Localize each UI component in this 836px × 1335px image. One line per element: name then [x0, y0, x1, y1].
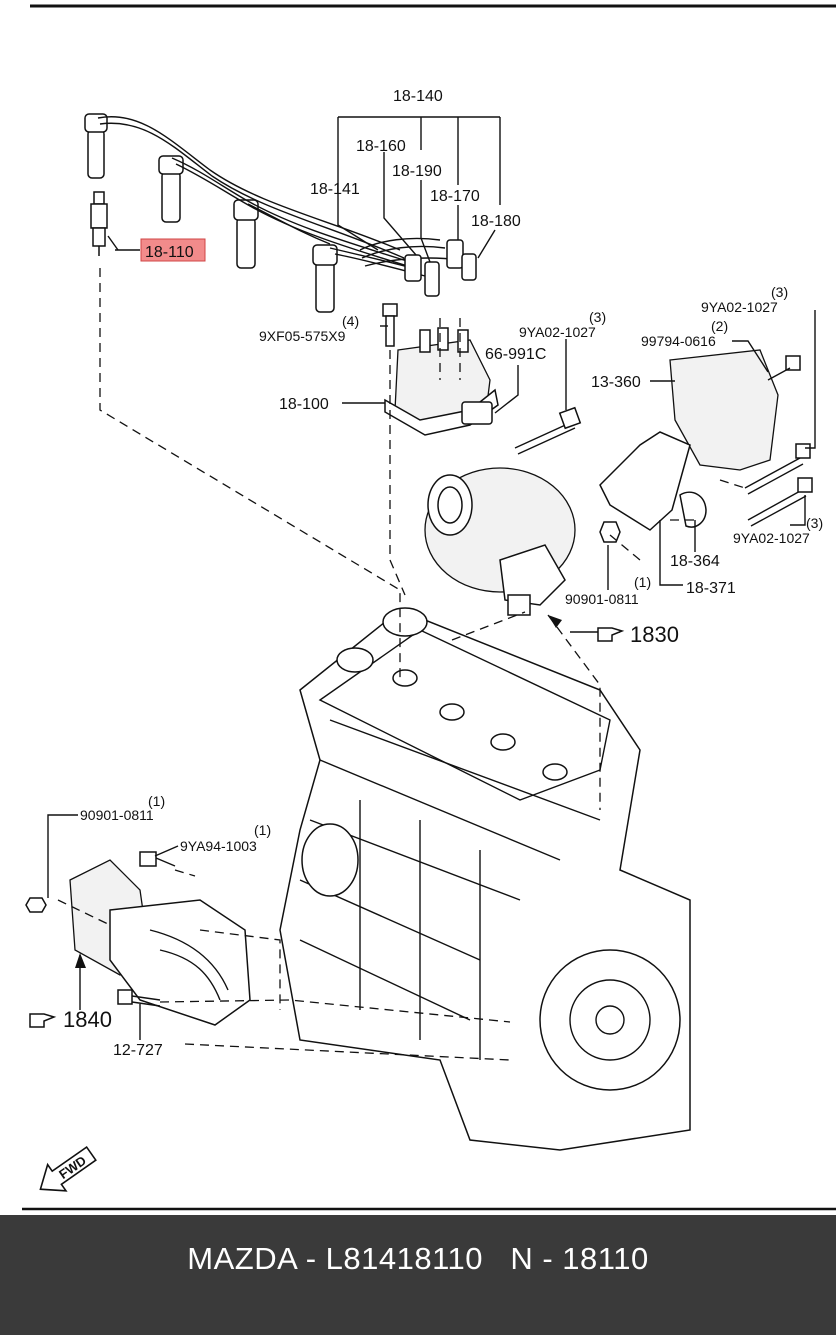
label-18-100: 18-100	[279, 396, 329, 413]
label-1840: 1840	[63, 1007, 112, 1032]
leader-lines	[47, 116, 816, 1040]
label-99794-0616: 99794-0616	[641, 333, 716, 349]
qty-90901-a: (1)	[634, 574, 651, 590]
qty-9xf05: (4)	[342, 313, 359, 329]
part-number-caption: MAZDA - L81418110 N - 18110	[187, 1241, 649, 1276]
pointing-hand-icon	[597, 627, 625, 642]
alternator	[424, 406, 621, 616]
engine-block	[279, 607, 691, 1151]
label-12-727: 12-727	[113, 1042, 163, 1059]
parts-diagram: 18-140 18-160 18-190 18-141 18-170 18-18…	[22, 4, 836, 1211]
arrow-1830	[548, 615, 562, 628]
label-90901-0811-b: 90901-0811	[80, 807, 154, 823]
label-18-110: 18-110	[145, 244, 194, 261]
label-18-180: 18-180	[471, 213, 521, 230]
highlight-box-18-110	[140, 238, 206, 262]
fwd-arrow-icon: FWD	[39, 1145, 97, 1192]
label-9ya94-1003: 9YA94-1003	[180, 838, 257, 854]
arrow-1840	[75, 953, 86, 968]
qty-9ya02-a: (3)	[589, 309, 606, 325]
label-18-160: 18-160	[356, 138, 406, 155]
footer-banner: MAZDA - L81418110 N - 18110	[0, 1215, 836, 1335]
part-labels: 18-140 18-160 18-190 18-141 18-170 18-18…	[29, 88, 823, 1059]
label-18-364: 18-364	[670, 553, 720, 570]
label-1830: 1830	[630, 622, 679, 647]
label-18-371: 18-371	[686, 580, 736, 597]
label-9ya02-1027-b: 9YA02-1027	[701, 299, 778, 315]
label-90901-0811-a: 90901-0811	[565, 591, 639, 607]
qty-90901-b: (1)	[148, 793, 165, 809]
label-9ya02-1027-c: 9YA02-1027	[733, 530, 810, 546]
label-66-991c: 66-991C	[485, 346, 546, 363]
spark-plug-wires	[84, 113, 477, 313]
qty-9ya02-c: (3)	[806, 515, 823, 531]
dashed-relations	[57, 268, 746, 1061]
cover-and-bracket	[599, 349, 813, 531]
qty-99794: (2)	[711, 318, 728, 334]
label-18-170: 18-170	[430, 188, 480, 205]
qty-9ya02-b: (3)	[771, 284, 788, 300]
label-18-190: 18-190	[392, 163, 442, 180]
label-18-141: 18-141	[310, 181, 360, 198]
label-13-360: 13-360	[591, 374, 641, 391]
qty-9ya94: (1)	[254, 822, 271, 838]
ignition-coil	[382, 303, 499, 436]
pointing-hand-icon-1840	[29, 1013, 57, 1028]
label-9xf05-575x9: 9XF05-575X9	[259, 328, 346, 344]
label-9ya02-1027-a: 9YA02-1027	[519, 324, 596, 340]
label-18-140: 18-140	[393, 88, 443, 105]
starter-motor	[25, 851, 251, 1026]
